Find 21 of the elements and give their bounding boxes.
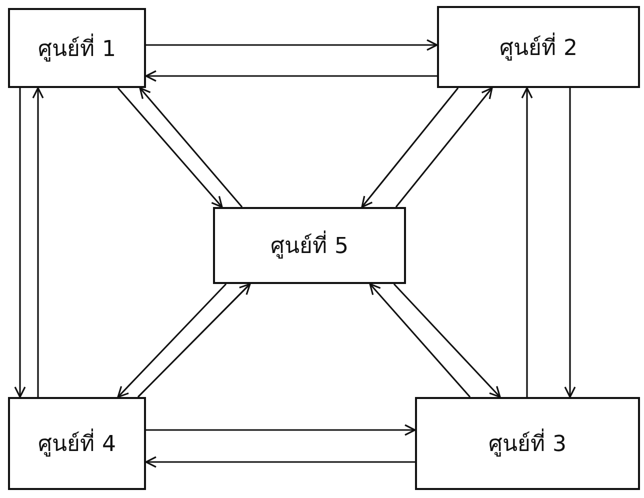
arrow bbox=[393, 283, 501, 398]
arrow bbox=[137, 283, 251, 398]
arrow bbox=[32, 87, 44, 397]
center-box: ศูนย์ที่ 2 bbox=[437, 6, 640, 88]
arrow bbox=[146, 39, 438, 51]
arrow bbox=[117, 283, 227, 398]
arrow bbox=[564, 88, 576, 398]
center-box: ศูนย์ที่ 4 bbox=[8, 397, 146, 490]
arrow bbox=[521, 87, 533, 397]
center-box: ศูนย์ที่ 1 bbox=[8, 8, 146, 88]
arrow bbox=[361, 88, 459, 208]
arrow bbox=[145, 456, 415, 468]
arrow bbox=[14, 88, 26, 398]
arrow bbox=[145, 70, 437, 82]
arrow bbox=[146, 424, 416, 436]
arrow bbox=[395, 87, 493, 208]
arrow bbox=[117, 87, 223, 208]
center-box: ศูนย์ที่ 3 bbox=[415, 397, 640, 490]
arrow bbox=[369, 283, 471, 398]
center-box: ศูนย์ที่ 5 bbox=[213, 207, 406, 284]
arrow bbox=[139, 87, 243, 208]
